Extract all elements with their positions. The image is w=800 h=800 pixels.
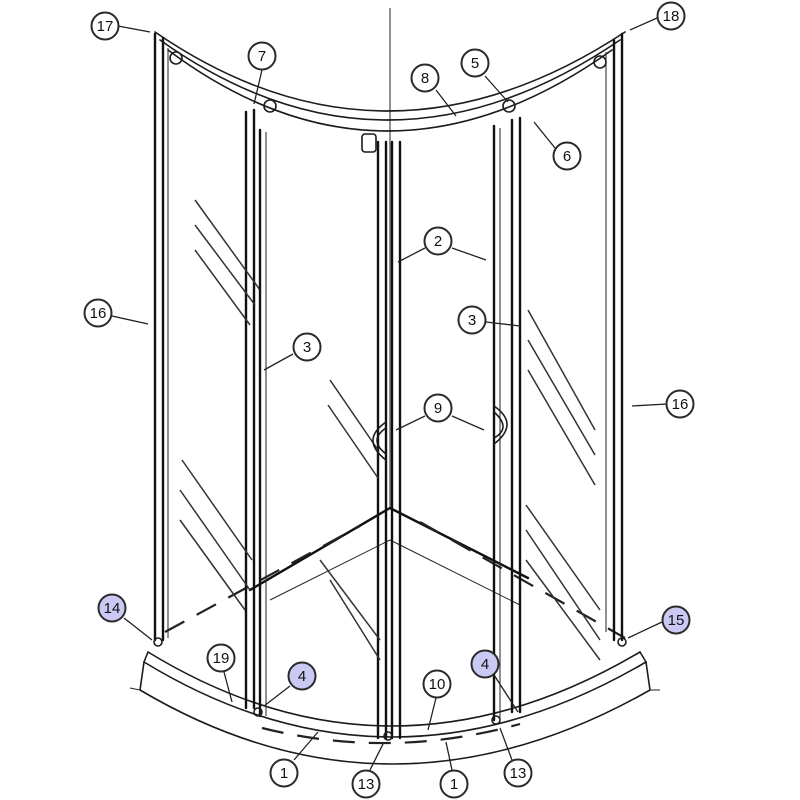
callout-13: 13 (351, 769, 381, 799)
callout-circle (206, 643, 236, 673)
callout-circle (423, 226, 453, 256)
callout-label: 10 (429, 676, 446, 693)
callout-circle (422, 669, 452, 699)
bottom-guides (153, 637, 627, 741)
callout-10: 10 (422, 669, 452, 699)
callout-1: 1 (269, 758, 299, 788)
leader-lines (111, 17, 668, 771)
callout-label: 5 (471, 55, 479, 72)
callout-label: 16 (672, 396, 689, 413)
callout-circle (287, 661, 317, 691)
callout-circle (470, 649, 500, 679)
callout-16: 16 (665, 389, 695, 419)
callout-circle (269, 758, 299, 788)
right-sliding-door (390, 124, 508, 740)
callout-circle (97, 593, 127, 623)
callout-label: 15 (668, 612, 685, 629)
callout-label: 4 (481, 656, 489, 673)
callout-15: 15 (661, 605, 691, 635)
callout-layer: 17 18 7 8 5 6 2 16 3 3 16 9 14 15 19 4 4 10 1 13 1 13 (83, 1, 695, 799)
callout-3: 3 (292, 332, 322, 362)
right-fixed-panel (510, 32, 624, 714)
callout-2: 2 (423, 226, 453, 256)
callout-circle (439, 769, 469, 799)
callout-13: 13 (503, 758, 533, 788)
callout-17: 17 (90, 11, 120, 41)
tray-back-edges (164, 506, 626, 639)
callout-label: 3 (468, 312, 476, 329)
callout-circle (552, 141, 582, 171)
callout-circle (83, 298, 113, 328)
callout-3: 3 (457, 305, 487, 335)
callout-label: 16 (90, 305, 107, 322)
callout-label: 13 (510, 765, 527, 782)
callout-label: 9 (434, 400, 442, 417)
callout-label: 13 (358, 776, 375, 793)
callout-label: 18 (663, 8, 680, 25)
callout-circle (457, 305, 487, 335)
callout-4: 4 (470, 649, 500, 679)
callout-circle (410, 63, 440, 93)
callout-label: 1 (280, 765, 288, 782)
left-sliding-door (258, 128, 388, 740)
callout-6: 6 (552, 141, 582, 171)
callout-label: 7 (258, 48, 266, 65)
callout-circle (661, 605, 691, 635)
callout-4: 4 (287, 661, 317, 691)
callout-8: 8 (410, 63, 440, 93)
callout-1: 1 (439, 769, 469, 799)
callout-18: 18 (656, 1, 686, 31)
callout-7: 7 (247, 41, 277, 71)
callout-label: 19 (213, 650, 230, 667)
callout-circle (90, 11, 120, 41)
callout-label: 6 (563, 148, 571, 165)
callout-label: 14 (104, 600, 121, 617)
callout-label: 4 (298, 668, 306, 685)
callout-circle (503, 758, 533, 788)
callout-label: 1 (450, 776, 458, 793)
callout-5: 5 (460, 48, 490, 78)
callout-circle (292, 332, 322, 362)
callout-circle (351, 769, 381, 799)
callout-19: 19 (206, 643, 236, 673)
callout-16: 16 (83, 298, 113, 328)
callout-label: 2 (434, 233, 442, 250)
callout-circle (665, 389, 695, 419)
shower-tray (129, 651, 660, 765)
callout-9: 9 (423, 393, 453, 423)
callout-label: 17 (97, 18, 114, 35)
callout-14: 14 (97, 593, 127, 623)
callout-circle (247, 41, 277, 71)
callout-circle (656, 1, 686, 31)
callout-circle (460, 48, 490, 78)
callout-label: 8 (421, 70, 429, 87)
callout-circle (423, 393, 453, 423)
left-fixed-panel (153, 32, 261, 710)
callout-label: 3 (303, 339, 311, 356)
